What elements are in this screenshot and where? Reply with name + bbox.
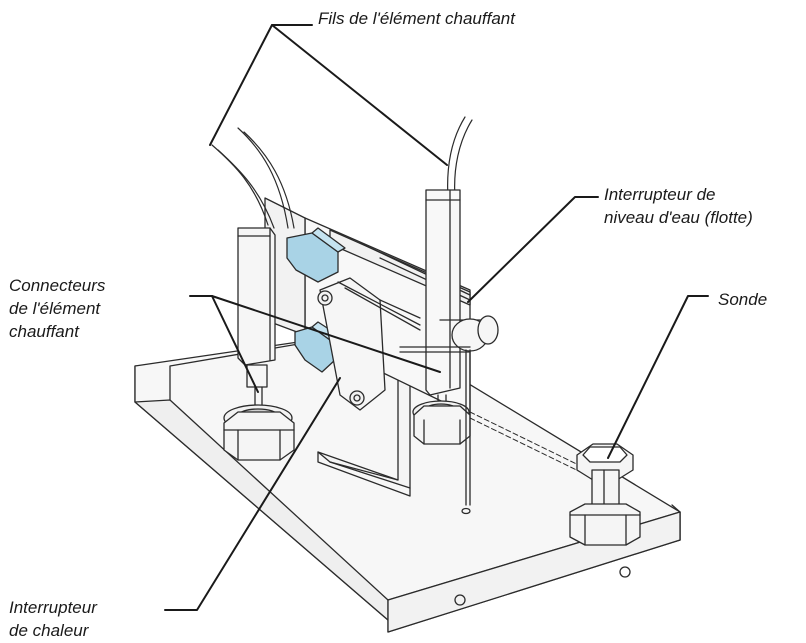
heat-switch-label-line-2: de chaleur [9,621,89,640]
connectors-label-line-3: chauffant [9,322,79,341]
water-level-switch-label-line-1: Interrupteur de [604,185,716,204]
heat-switch-body [317,277,421,411]
heating-element-wires-label: Fils de l'élément chauffant [318,7,515,30]
heat-switch-label-line-1: Interrupteur [9,598,97,617]
left-connector-tube [223,227,295,461]
heat-switch-clips [286,227,346,373]
heating-element-connectors-label: Connecteurs de l'élément chauffant [9,274,105,343]
heating-element-wires [211,116,473,229]
right-connector-tube [412,189,471,445]
connectors-label-line-1: Connecteurs [9,276,106,295]
float-switch [399,315,499,506]
water-level-switch-label: Interrupteur de niveau d'eau (flotte) [604,183,753,229]
hidden-lines [469,411,596,480]
heating-element-wires-label-line: Fils de l'élément chauffant [318,9,515,28]
probe [569,443,641,546]
probe-label-line: Sonde [718,290,768,309]
probe-label: Sonde [718,288,767,311]
heat-switch-label: Interrupteur de chaleur [9,596,97,642]
water-level-switch-label-line-2: niveau d'eau (flotte) [604,208,753,227]
connectors-label-line-2: de l'élément [9,299,101,318]
callout-leaders [164,24,709,611]
